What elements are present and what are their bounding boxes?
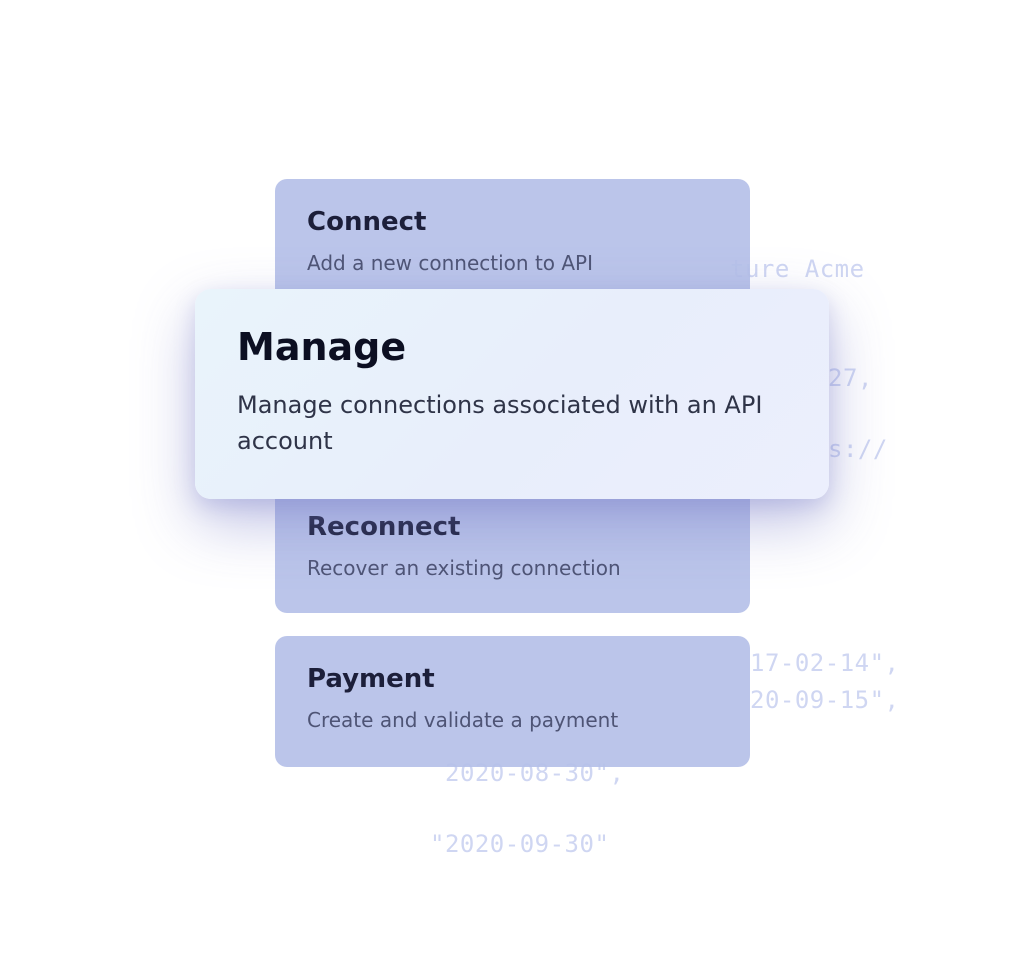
card-description: Recover an existing connection bbox=[307, 556, 621, 580]
background-code-line: 20-09-15", bbox=[750, 686, 900, 714]
reconnect-card[interactable]: Reconnect Recover an existing connection bbox=[275, 480, 750, 613]
background-code-line: s:// bbox=[828, 435, 888, 463]
card-description: Add a new connection to API bbox=[307, 251, 594, 275]
card-description: Manage connections associated with an AP… bbox=[237, 391, 763, 455]
background-code-line: 17-02-14", bbox=[750, 649, 900, 677]
card-title: Payment bbox=[307, 664, 435, 694]
background-code-line: ture Acme bbox=[730, 255, 865, 283]
payment-card[interactable]: Payment Create and validate a payment bbox=[275, 636, 750, 767]
background-code-line: "2020-09-30" bbox=[430, 830, 610, 858]
card-title: Connect bbox=[307, 207, 427, 237]
background-code-line: 27, bbox=[828, 364, 873, 392]
card-title: Manage bbox=[237, 325, 407, 369]
card-description: Create and validate a payment bbox=[307, 708, 619, 732]
card-title: Reconnect bbox=[307, 512, 461, 542]
manage-card[interactable]: Manage Manage connections associated wit… bbox=[195, 289, 829, 499]
